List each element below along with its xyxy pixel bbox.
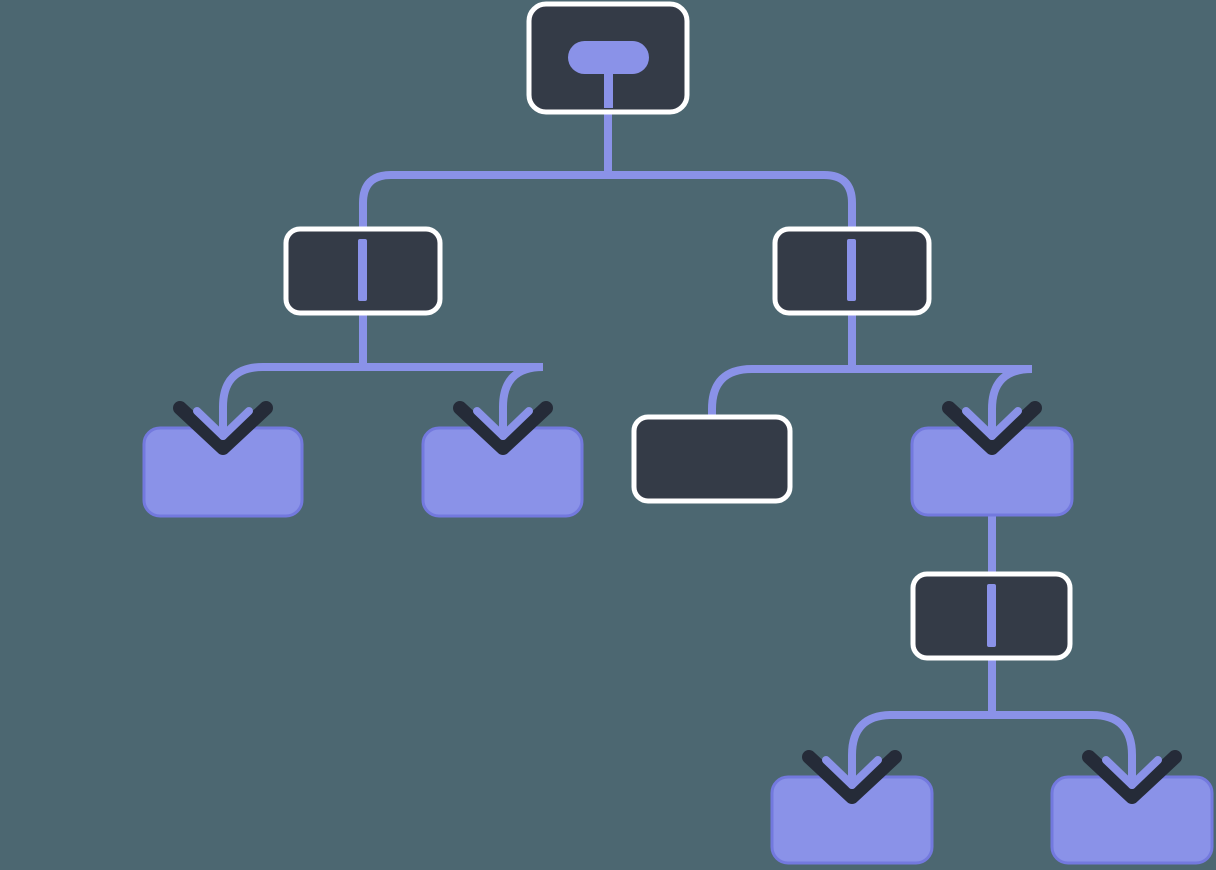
root-pill-shape [568, 41, 649, 74]
connector-branch-left-to-leaf-2 [363, 363, 544, 436]
arrow-tip-chevron [1102, 756, 1162, 789]
arrow-tip-chevron [962, 407, 1022, 440]
root-pill-stem [604, 68, 613, 108]
connector-layer [219, 105, 1136, 785]
arrow-chevron-dark [942, 401, 1042, 455]
connector-root-to-branch-right [608, 171, 856, 231]
icon-layer [358, 41, 996, 647]
arrow-tip-chevron [473, 407, 533, 440]
arrow-chevron-dark [173, 401, 273, 455]
connector-branch-bottom-to-leaf-4 [848, 711, 992, 785]
arrow-tip-chevron [193, 407, 253, 440]
node-plain[interactable] [631, 414, 793, 504]
arrow-down-icon [942, 401, 1042, 455]
arrow-chevron-dark [1082, 750, 1182, 804]
arrow-chevron-dark [802, 750, 902, 804]
vertical-line-icon [987, 584, 996, 647]
arrow-down-icon [802, 750, 902, 804]
arrow-down-icon [453, 401, 553, 455]
connector-root-to-branch-left [359, 171, 608, 231]
arrow-chevron-dark [453, 401, 553, 455]
node-layer [142, 1, 1214, 865]
root-pill-icon [568, 41, 649, 108]
arrow-down-icon [1082, 750, 1182, 804]
arrow-down-icon [173, 401, 273, 455]
connector-branch-left-to-leaf-1 [219, 363, 363, 436]
arrow-tip-chevron [822, 756, 882, 789]
connector-branch-right-to-node-plain [708, 365, 852, 420]
arrow-layer [173, 401, 1182, 804]
connector-branch-bottom-to-leaf-5 [992, 711, 1136, 785]
vertical-line-icon [847, 239, 856, 301]
vertical-line-icon [358, 239, 367, 301]
